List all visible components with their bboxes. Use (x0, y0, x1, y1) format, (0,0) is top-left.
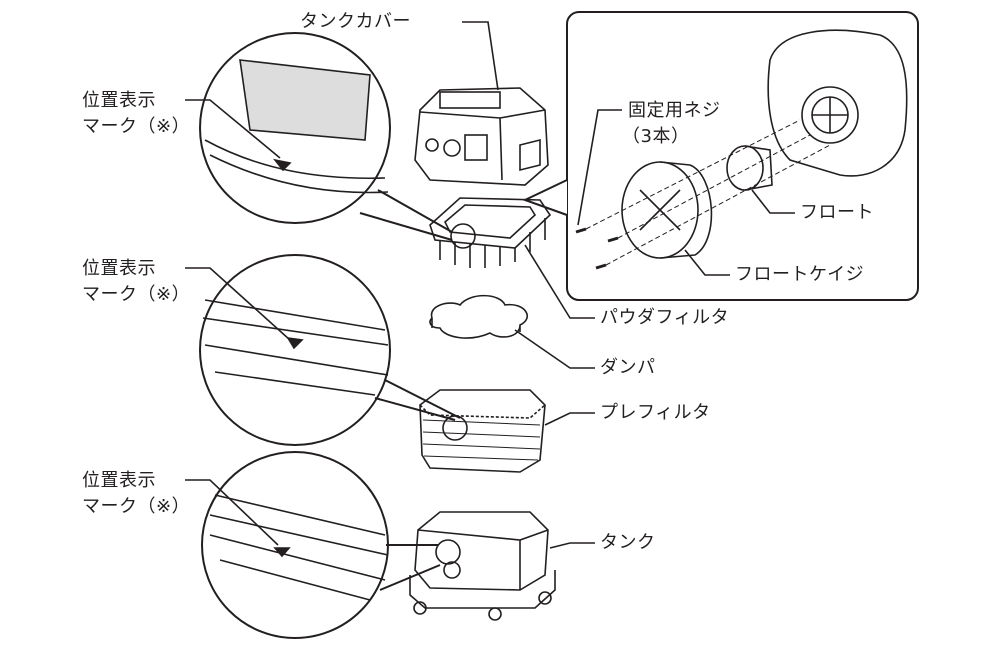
label-tank-cover: タンクカバー (300, 11, 411, 32)
label-position-mark-3-line1: 位置表示 (82, 470, 156, 491)
label-position-mark-1-line1: 位置表示 (82, 90, 156, 111)
leader-powder-filter (524, 244, 595, 319)
leader-mark-1 (185, 99, 281, 159)
leader-mark-2 (185, 267, 291, 341)
leader-damper (514, 329, 595, 369)
screws-drawing (575, 119, 831, 270)
label-position-mark-2-line2: マーク（※） (82, 284, 191, 305)
leader-mark-3 (185, 479, 279, 546)
leader-screws (577, 109, 622, 226)
damper-drawing (429, 294, 528, 339)
leader-float (751, 189, 795, 214)
label-position-mark-3-line2: マーク（※） (82, 496, 191, 517)
label-float-cage: フロートケイジ (735, 264, 865, 285)
leader-tank (549, 542, 595, 549)
magnified-view-bottom (201, 451, 441, 639)
tank-cover-drawing (414, 87, 549, 186)
label-powder-filter: パウダフィルタ (600, 307, 730, 328)
leader-pre-filter (544, 412, 595, 426)
label-float: フロート (800, 202, 874, 223)
pre-filter-drawing (419, 389, 546, 473)
detail-inset-frame (566, 11, 919, 301)
leader-tank-cover (462, 21, 499, 91)
tank-drawing (409, 511, 556, 621)
label-fixing-screws-line1: 固定用ネジ (628, 100, 721, 121)
label-tank: タンク (600, 532, 656, 553)
float-drawing (726, 145, 773, 191)
magnified-view-middle (199, 254, 461, 446)
label-position-mark-2-line1: 位置表示 (82, 258, 156, 279)
label-position-mark-1-line2: マーク（※） (82, 116, 191, 137)
magnified-view-top (199, 32, 453, 241)
tank-cover-back-drawing (767, 29, 908, 177)
label-pre-filter: プレフィルタ (600, 402, 711, 423)
float-cage-drawing (621, 161, 713, 259)
leader-float-cage (684, 249, 730, 276)
label-damper: ダンパ (600, 357, 656, 378)
label-fixing-screws-line2: （3本） (622, 126, 690, 147)
